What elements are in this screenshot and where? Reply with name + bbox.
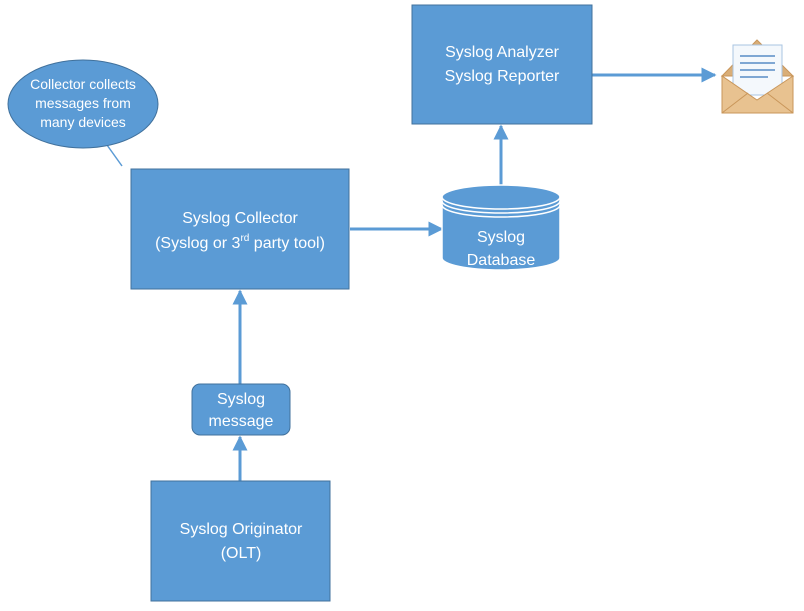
database-line2: Database: [467, 252, 536, 269]
analyzer-line2: Syslog Reporter: [445, 68, 560, 85]
originator-line2: (OLT): [221, 545, 262, 562]
collector-line2-after: party tool): [249, 235, 325, 252]
callout-line2: messages from: [35, 95, 131, 111]
analyzer-node: Syslog Analyzer Syslog Reporter: [411, 4, 593, 125]
database-line1: Syslog: [477, 229, 525, 246]
message-line2: message: [209, 413, 274, 430]
collector-line2-sup: rd: [240, 233, 249, 244]
collector-line2-before: (Syslog or 3: [155, 235, 240, 252]
database-node: Syslog Database: [441, 184, 561, 271]
originator-line1: Syslog Originator: [180, 521, 303, 538]
collector-line1: Syslog Collector: [182, 210, 298, 227]
message-node: Syslog message: [191, 383, 291, 436]
callout-pointer: [106, 144, 123, 167]
callout-bubble: Collector collects messages from many de…: [7, 59, 159, 149]
envelope-letter-icon: [720, 39, 795, 114]
originator-node: Syslog Originator (OLT): [150, 480, 331, 602]
callout-line3: many devices: [40, 114, 126, 130]
callout-line1: Collector collects: [30, 76, 136, 92]
message-line1: Syslog: [217, 391, 265, 408]
collector-node: Syslog Collector (Syslog or 3rd party to…: [130, 168, 350, 290]
collector-line2: (Syslog or 3rd party tool): [155, 233, 325, 252]
analyzer-line1: Syslog Analyzer: [445, 44, 560, 61]
